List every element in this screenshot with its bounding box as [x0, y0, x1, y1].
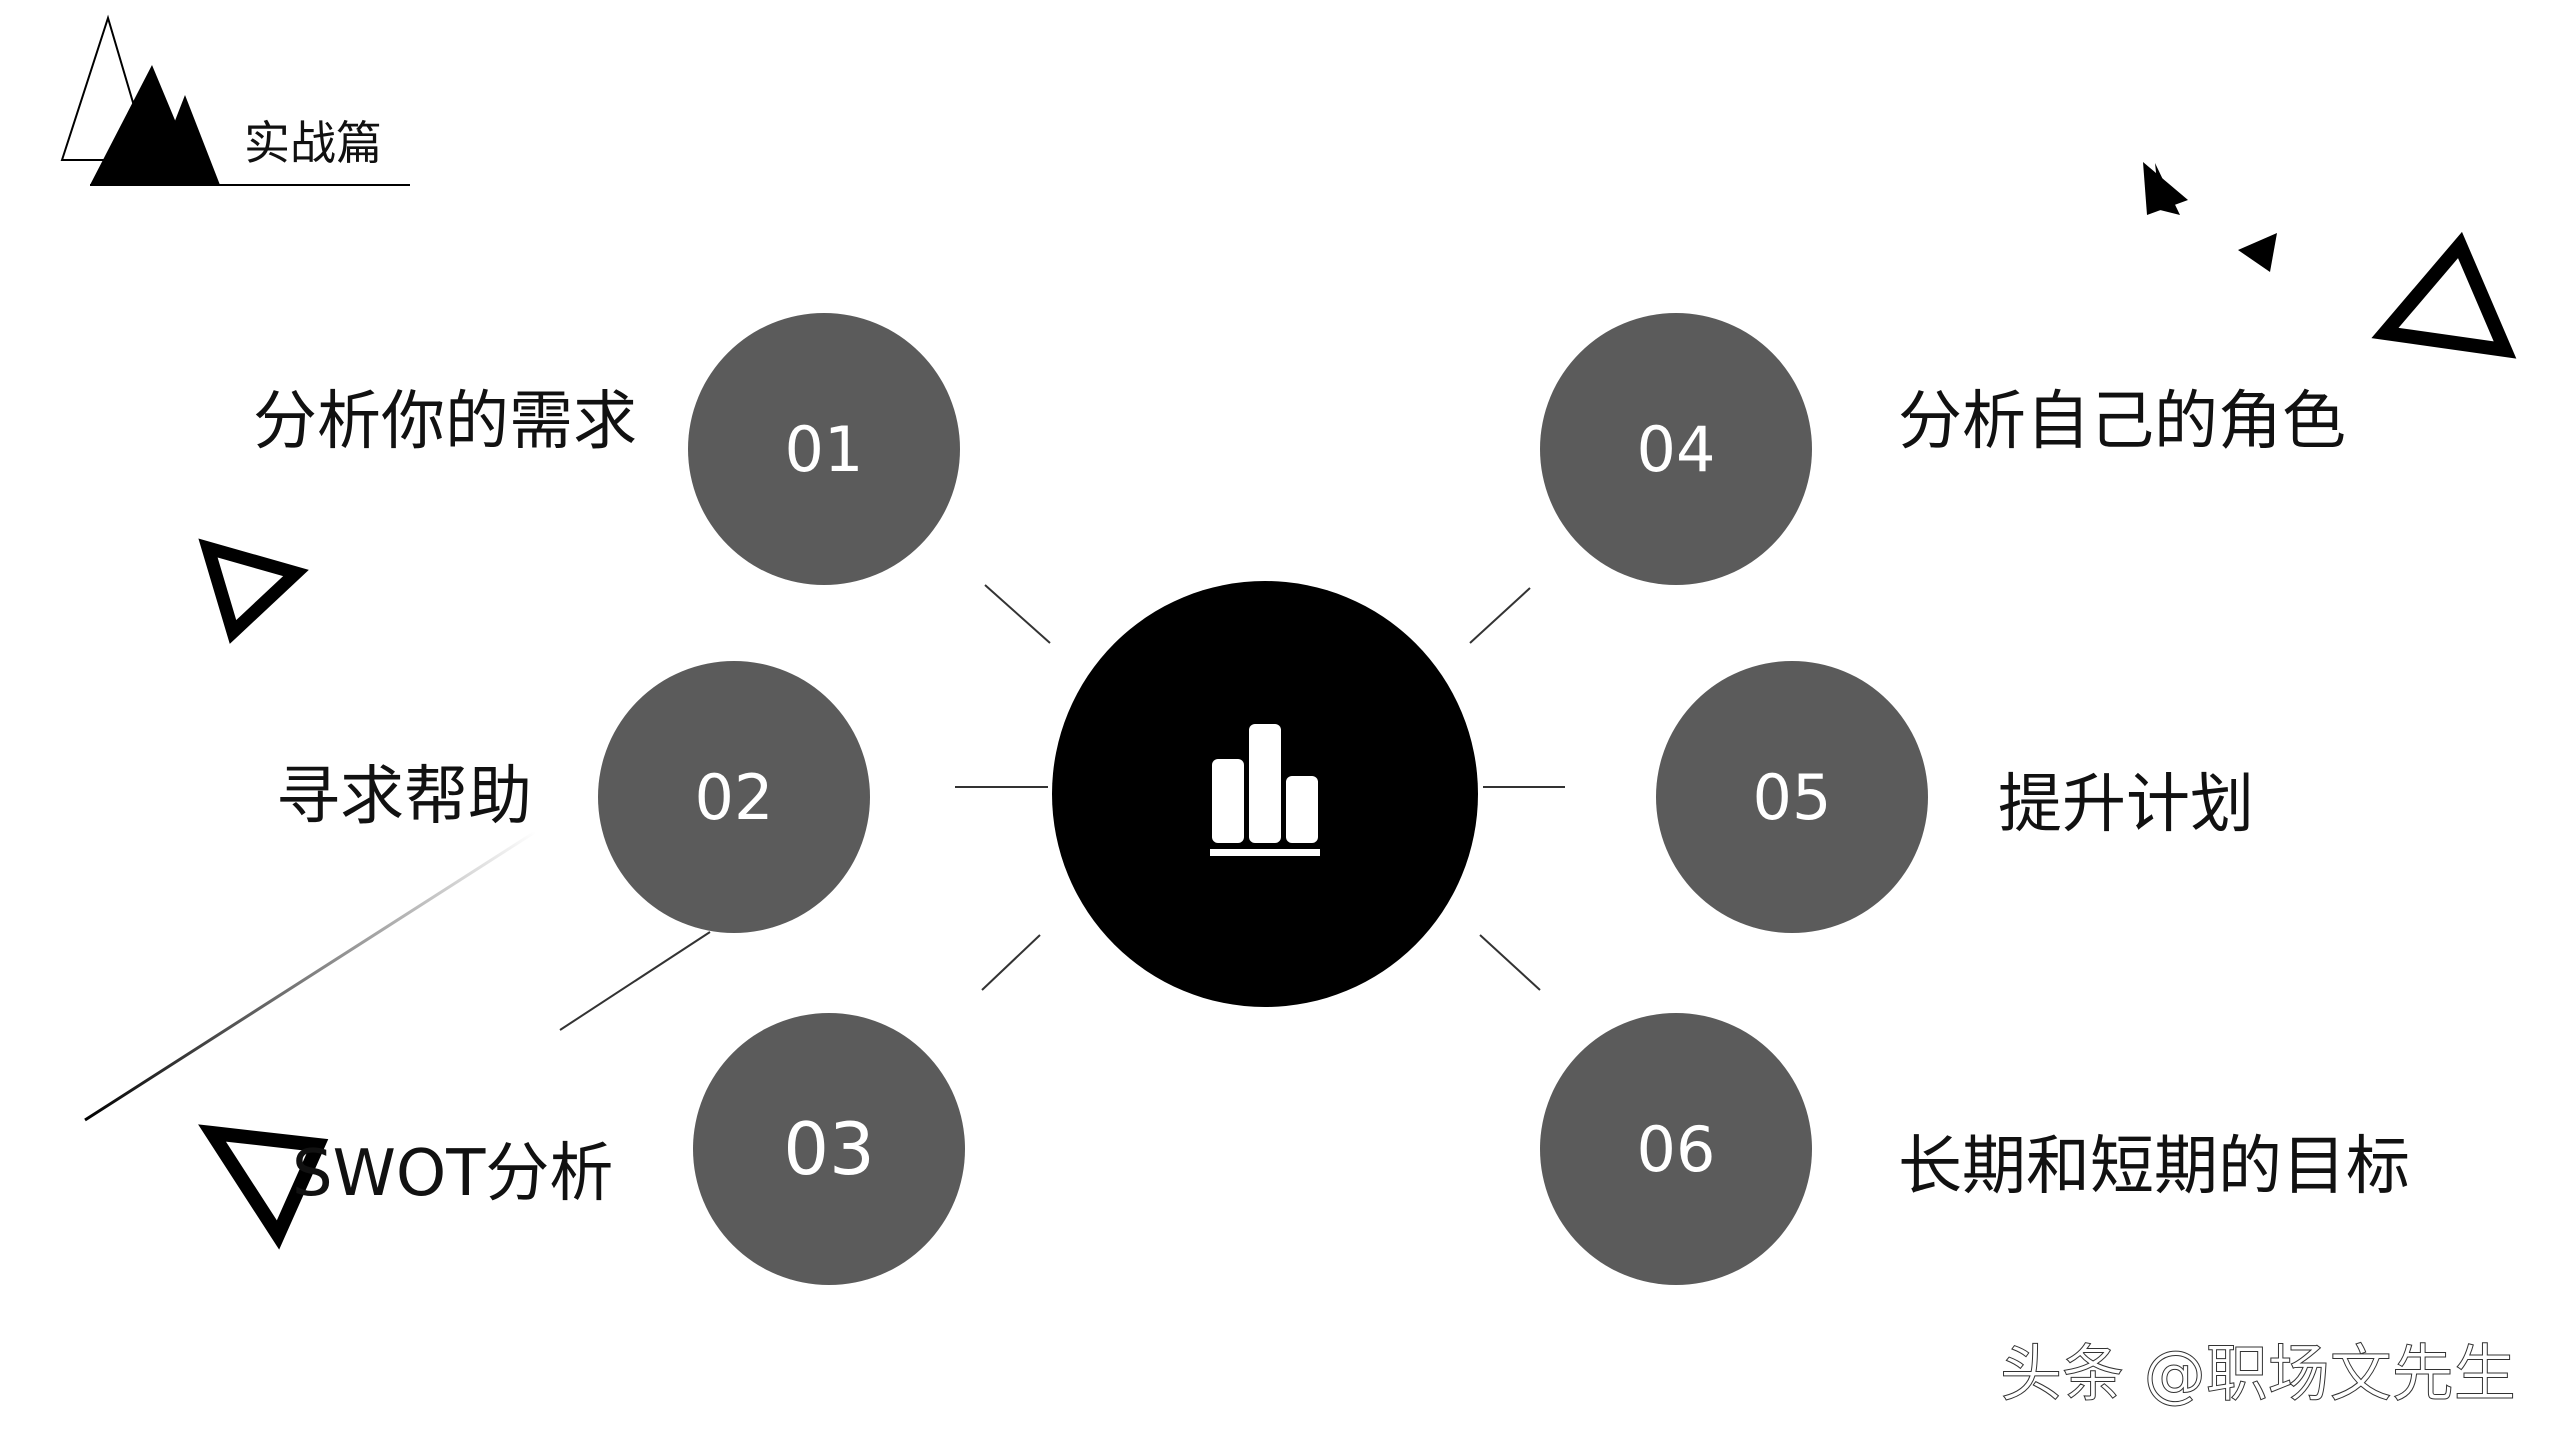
node-circle-04: 04 — [1540, 313, 1812, 585]
bar-chart-icon — [1210, 724, 1320, 856]
section-title: 实战篇 — [244, 116, 382, 170]
outline-triangle-icon — [198, 538, 309, 644]
node-label-03: SWOT分析 — [292, 1137, 614, 1211]
node-number: 01 — [784, 412, 864, 486]
center-hub — [1052, 581, 1478, 1007]
triangle-icon — [2238, 233, 2277, 272]
diagonal-line — [84, 830, 536, 1122]
mountain-logo-icon — [60, 14, 410, 186]
outline-triangle-icon — [198, 1124, 329, 1250]
node-circle-03: 03 — [693, 1013, 965, 1285]
node-label-05: 提升计划 — [1998, 768, 2254, 842]
node-number: 05 — [1752, 760, 1832, 834]
node-label-01: 分析你的需求 — [253, 385, 637, 459]
node-label-04: 分析自己的角色 — [1898, 385, 2346, 459]
node-circle-05: 05 — [1656, 661, 1928, 933]
node-label-06: 长期和短期的目标 — [1898, 1130, 2410, 1204]
node-number: 03 — [783, 1107, 875, 1191]
node-circle-06: 06 — [1540, 1013, 1812, 1285]
node-number: 04 — [1636, 412, 1716, 486]
node-label-02: 寻求帮助 — [276, 760, 532, 834]
connector-lines — [955, 584, 1565, 991]
node-number: 06 — [1636, 1112, 1716, 1186]
node-circle-02: 02 — [598, 661, 870, 933]
diagonal-line — [559, 931, 711, 1031]
triangle-icon — [2143, 162, 2188, 215]
outline-triangle-icon — [2371, 231, 2517, 359]
node-number: 02 — [694, 760, 774, 834]
watermark: 头条 @职场文先生 — [2000, 1337, 2517, 1410]
node-circle-01: 01 — [688, 313, 960, 585]
